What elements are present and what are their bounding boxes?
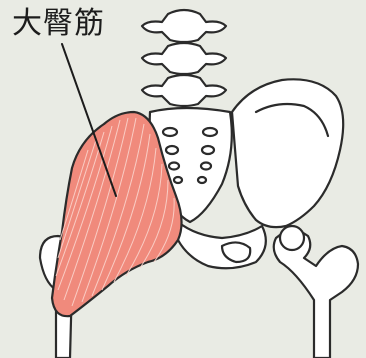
lumbar-vertebra-2	[142, 43, 226, 74]
lumbar-vertebra-3	[142, 75, 226, 106]
lumbar-vertebra-1	[142, 10, 226, 42]
right-ilium	[232, 79, 343, 227]
